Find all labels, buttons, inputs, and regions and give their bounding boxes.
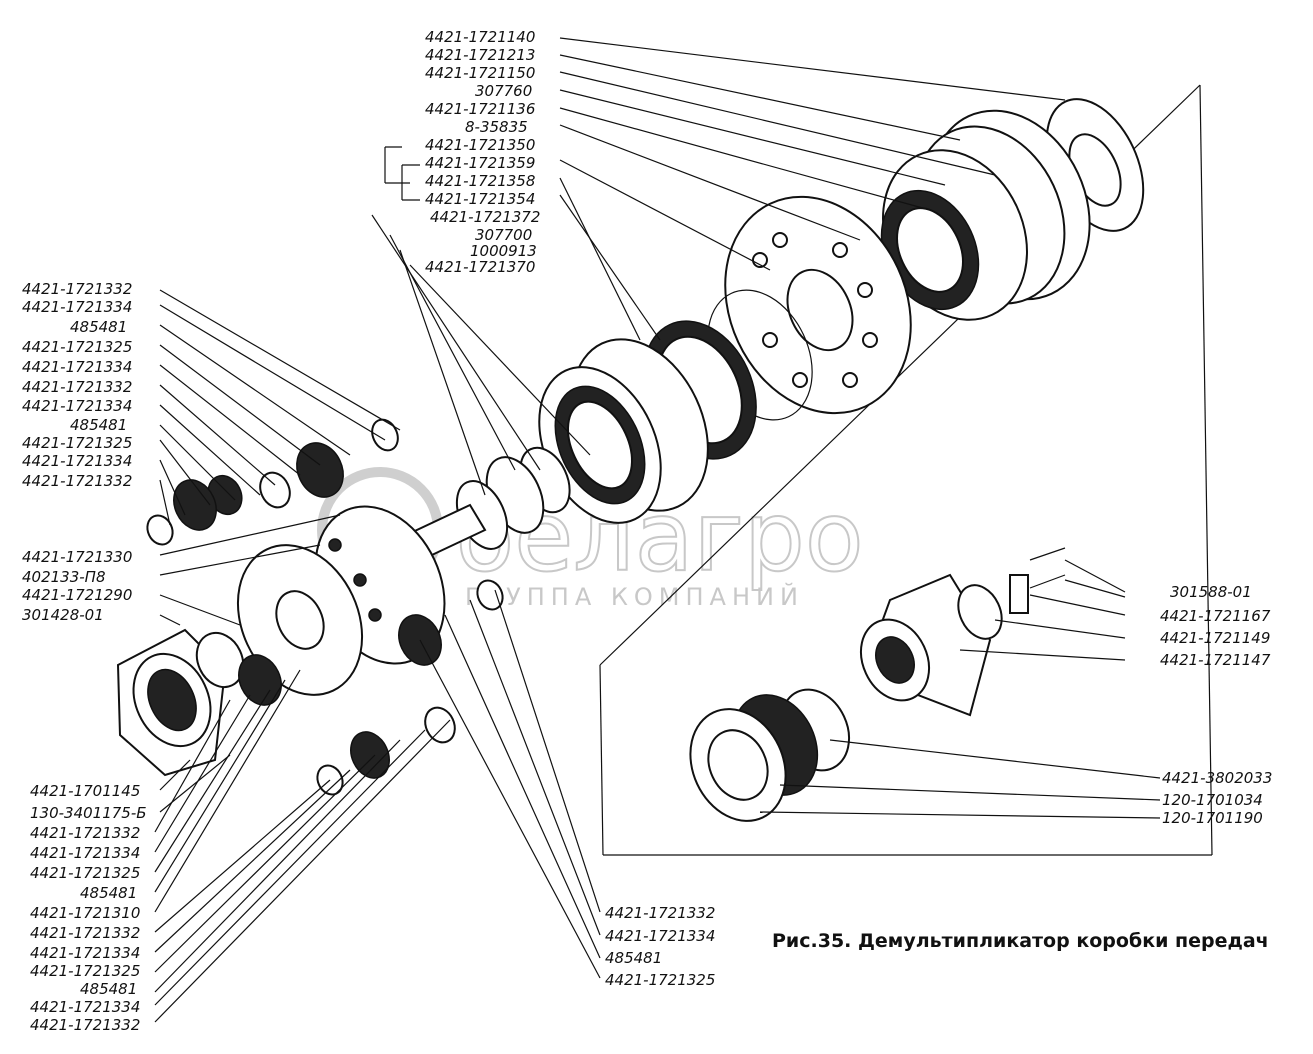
part-label: 485481 [80, 980, 137, 998]
part-label: 4421-1721147 [1160, 651, 1271, 669]
part-label: 4421-1721334 [22, 397, 132, 415]
part-label: 4421-1721370 [425, 258, 535, 276]
part-label: 402133-П8 [22, 568, 106, 586]
part-label: 4421-1721149 [1160, 629, 1270, 647]
part-label: 4421-1721325 [30, 864, 140, 882]
part-label: 4421-1721325 [30, 962, 140, 980]
part-label: 4421-1721332 [605, 904, 715, 922]
labels-top: 4421-1721140 4421-1721213 4421-1721150 3… [425, 28, 540, 276]
part-label: 485481 [70, 416, 127, 434]
part-label: 485481 [605, 949, 662, 967]
part-label: 4421-1721359 [425, 154, 535, 172]
labels-right-bearing: 4421-3802033 120-1701034 120-1701190 [1162, 769, 1272, 827]
label-bracket [384, 146, 420, 201]
part-label: 1000913 [470, 242, 537, 260]
part-label: 4421-1721334 [30, 844, 140, 862]
part-label: 4421-1721332 [22, 280, 132, 298]
part-label: 4421-1721332 [30, 924, 140, 942]
part-label: 4421-1721310 [30, 904, 140, 922]
part-label: 4421-1721325 [22, 434, 132, 452]
part-label: 4421-3802033 [1162, 769, 1272, 787]
part-label: 4421-1721334 [22, 298, 132, 316]
part-label: 485481 [70, 318, 127, 336]
part-label: 4421-1701145 [30, 782, 140, 800]
part-label: 307700 [475, 226, 532, 244]
watermark-subtitle: ГРУППА КОМПАНИЙ [465, 582, 804, 611]
part-label: 4421-1721334 [605, 927, 715, 945]
output-flange [859, 547, 1066, 717]
part-label: 4421-1721167 [1160, 607, 1271, 625]
part-label: 130-3401175-Б [30, 804, 147, 822]
part-label: 120-1701034 [1162, 791, 1263, 809]
figure-caption: Рис.35. Демультипликатор коробки передач [772, 930, 1269, 952]
part-label: 4421-1721332 [30, 824, 140, 842]
part-label: 4421-1721372 [430, 208, 540, 226]
part-label: 120-1701190 [1162, 809, 1263, 827]
part-label: 4421-1721140 [425, 28, 535, 46]
part-label: 4421-1721150 [425, 64, 535, 82]
part-label: 4421-1721332 [30, 1016, 140, 1034]
part-label: 4421-1721136 [425, 100, 535, 118]
part-label: 4421-1721350 [425, 136, 535, 154]
part-label: 301428-01 [22, 606, 104, 624]
labels-left-middle: 4421-1721330 402133-П8 4421-1721290 3014… [22, 548, 132, 624]
part-label: 4421-1721325 [22, 338, 132, 356]
leader-lines [154, 37, 1161, 1023]
labels-right-flange: 301588-01 4421-1721167 4421-1721149 4421… [1160, 583, 1271, 669]
part-label: 4421-1721334 [30, 944, 140, 962]
part-label: 4421-1721330 [22, 548, 132, 566]
part-label: 8-35835 [465, 118, 528, 136]
main-assembly [116, 98, 1145, 796]
part-label: 4421-1721290 [22, 586, 132, 604]
part-label: 307760 [475, 82, 532, 100]
part-label: 4421-1721334 [22, 358, 132, 376]
part-label: 4421-1721213 [425, 46, 535, 64]
part-label: 4421-1721332 [22, 378, 132, 396]
part-label: 485481 [80, 884, 137, 902]
part-label: 4421-1721354 [425, 190, 535, 208]
part-label: 4421-1721334 [30, 998, 140, 1016]
part-label: 301588-01 [1170, 583, 1252, 601]
part-label: 4421-1721332 [22, 472, 132, 490]
part-label: 4421-1721325 [605, 971, 715, 989]
part-label: 4421-1721334 [22, 452, 132, 470]
bearing-assembly [689, 688, 851, 822]
labels-left-lower: 4421-1701145 130-3401175-Б 4421-1721332 … [30, 782, 147, 1034]
labels-left-upper: 4421-1721332 4421-1721334 485481 4421-17… [22, 280, 132, 490]
labels-bottom-center: 4421-1721332 4421-1721334 485481 4421-17… [605, 904, 715, 989]
part-label: 4421-1721358 [425, 172, 535, 190]
